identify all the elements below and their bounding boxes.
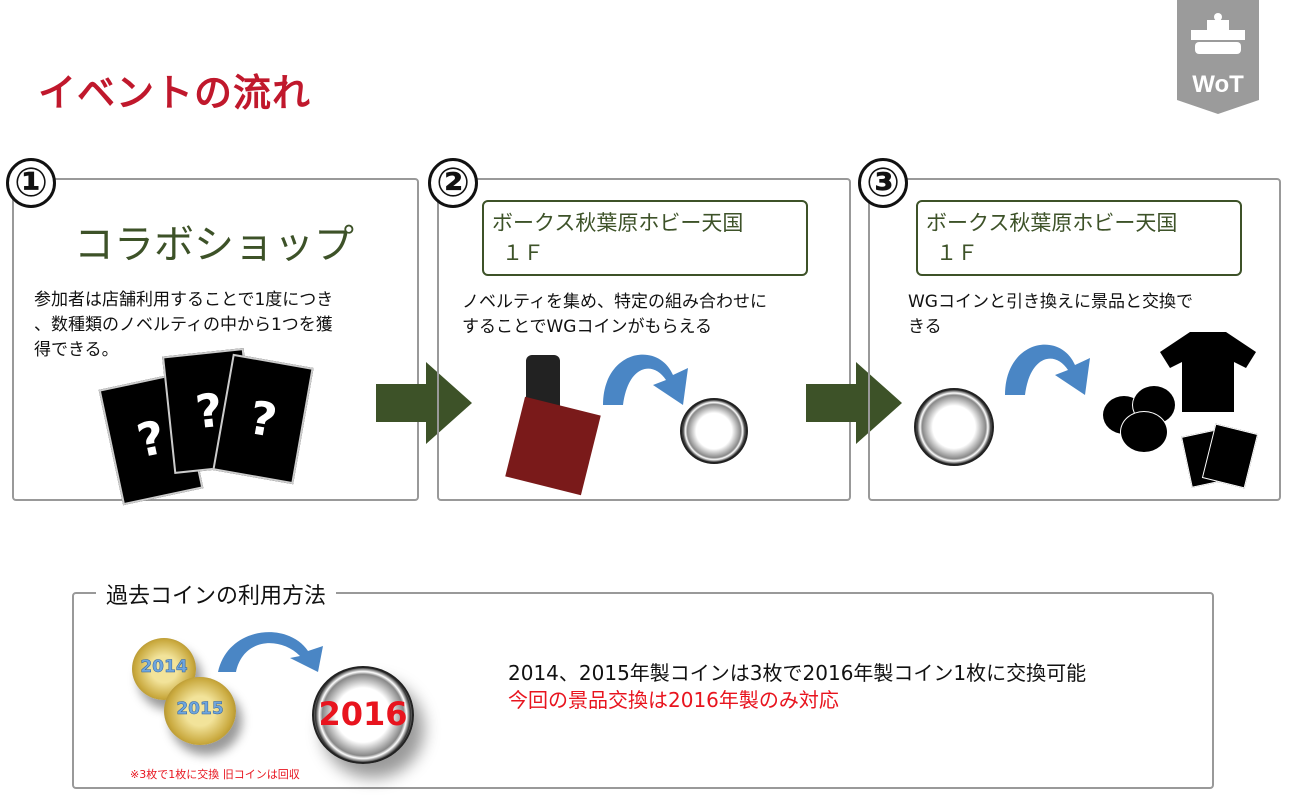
description-line: ノベルティを集め、特定の組み合わせに: [462, 292, 767, 312]
tshirt-icon: [1160, 332, 1256, 412]
location-line: １Ｆ: [502, 241, 544, 265]
next-arrow-icon: [376, 362, 472, 444]
past-coins-heading: 過去コインの利用方法: [96, 578, 337, 610]
curved-arrow-icon: [603, 354, 688, 405]
past-coins-box: [72, 592, 1214, 789]
page-title: イベントの流れ: [38, 71, 312, 115]
step-number: ①: [6, 158, 56, 208]
location-label: ボークス秋葉原ホビー天国 １Ｆ: [916, 200, 1242, 276]
step-number: ②: [428, 158, 478, 208]
tank-icon: [1191, 13, 1245, 54]
description-line: 参加者は店舗利用することで1度につき: [34, 290, 334, 310]
next-arrow-icon: [806, 362, 902, 444]
coin-2014: 2014: [132, 638, 196, 700]
description-line: WGコインと引き換えに景品と交換で: [908, 292, 1193, 312]
description-line: 、数種類のノベルティの中から1つを獲: [34, 315, 333, 335]
badges-icon: [1102, 385, 1188, 453]
step-heading: コラボショップ: [74, 222, 354, 268]
description-line: 得できる。: [34, 340, 119, 360]
wot-logo: WoT: [1177, 0, 1259, 114]
wg-coin-icon: [680, 398, 748, 464]
location-label: ボークス秋葉原ホビー天国 １Ｆ: [482, 200, 808, 276]
step-2-box: [437, 178, 851, 501]
exchange-restriction: 今回の景品交換は2016年製のみ対応: [508, 688, 839, 712]
coin-2016: 2016: [312, 666, 414, 764]
description-line: きる: [908, 317, 942, 337]
logo-text: WoT: [1192, 71, 1244, 98]
wg-coin-icon: [914, 388, 994, 466]
coin-2015: 2015: [164, 677, 236, 745]
location-line: ボークス秋葉原ホビー天国: [492, 211, 744, 235]
location-line: １Ｆ: [936, 241, 978, 265]
curved-arrow-icon: [218, 632, 323, 672]
step-number: ③: [858, 158, 908, 208]
exchange-rule: 2014、2015年製コインは3枚で2016年製コイン1枚に交換可能: [508, 661, 1087, 685]
step-1-box: [12, 178, 419, 501]
description-line: することでWGコインがもらえる: [462, 317, 712, 337]
step-3-box: [868, 178, 1281, 501]
curved-arrow-icon: [1005, 344, 1090, 395]
location-line: ボークス秋葉原ホビー天国: [926, 211, 1178, 235]
exchange-note: ※3枚で1枚に交換 旧コインは回収: [130, 768, 300, 781]
